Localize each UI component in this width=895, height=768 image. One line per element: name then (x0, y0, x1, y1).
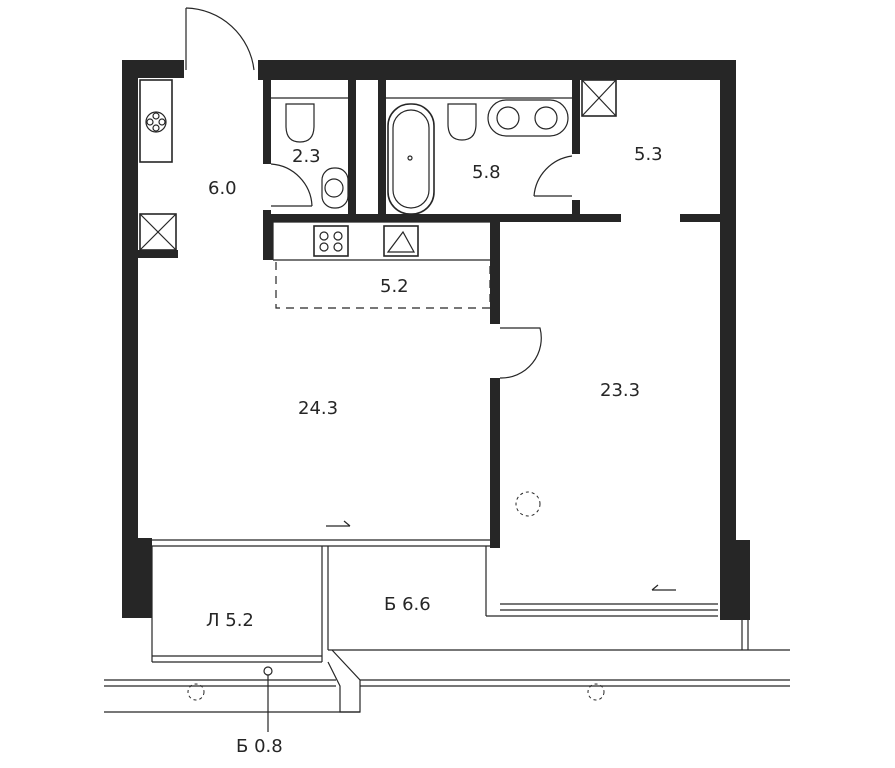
room-area-kitchen: 5.2 (380, 276, 409, 297)
cooktop-icon (313, 225, 349, 257)
room-area-storage: 5.3 (634, 144, 663, 165)
bath-door (533, 155, 573, 197)
toilet-icon (285, 103, 315, 143)
column-marker (515, 491, 541, 517)
fan-icon (139, 79, 173, 163)
balcony-frames (104, 539, 790, 713)
balcony-pointer (263, 666, 273, 732)
entrance-door (185, 7, 255, 71)
interior-walls (138, 78, 722, 548)
wc-door (270, 163, 313, 207)
toilet-icon (447, 103, 477, 141)
shaft-cross-icon (139, 213, 177, 251)
bedroom-door (499, 327, 542, 379)
column-marker (187, 683, 205, 701)
bathtub-icon (387, 103, 435, 215)
column-marker (587, 683, 605, 701)
kitchen-zone-outline (275, 262, 491, 309)
room-area-hall: 6.0 (208, 178, 237, 199)
room-area-bedroom: 23.3 (600, 380, 640, 401)
kitchen-counter (272, 221, 490, 261)
washbasin-icon (487, 99, 569, 137)
sliding-door-arrow (651, 584, 676, 591)
room-area-wc: 2.3 (292, 146, 321, 167)
sliding-door-arrow (326, 520, 351, 527)
exterior-walls (122, 60, 750, 620)
shaft-cross-icon (581, 79, 617, 117)
room-area-loggia: Л 5.2 (206, 610, 254, 631)
kitchen-sink-icon (383, 225, 419, 257)
room-area-living: 24.3 (298, 398, 338, 419)
room-area-balcony-large: Б 6.6 (384, 594, 431, 615)
room-area-balcony-small: Б 0.8 (236, 736, 283, 757)
room-area-bathroom: 5.8 (472, 162, 501, 183)
washbasin-icon (321, 167, 349, 209)
